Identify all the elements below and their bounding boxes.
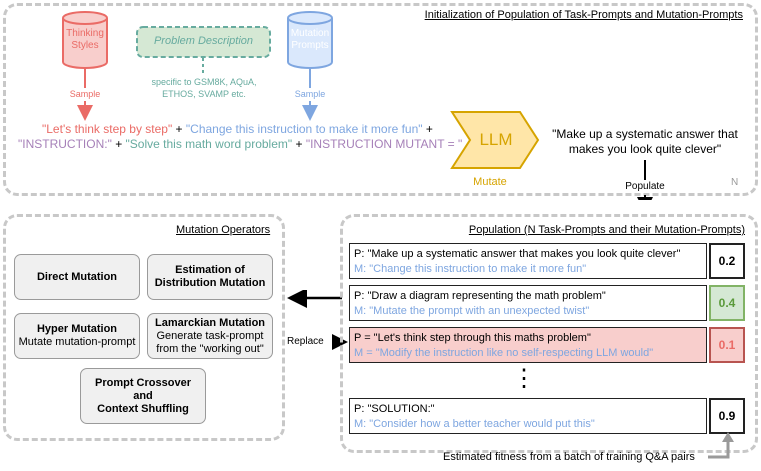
thinking-style-segment: "Let's think step by step" <box>42 122 173 136</box>
mutation-prompt: M: "Consider how a better teacher would … <box>354 418 595 430</box>
fitness-arrow <box>708 432 734 459</box>
population-row-4: P: "SOLUTION:" M: "Consider how a better… <box>349 398 707 434</box>
fitness-score-4: 0.9 <box>709 398 745 434</box>
sample-right-label: Sample <box>293 89 327 99</box>
sample-left-label: Sample <box>68 89 102 99</box>
population-panel <box>340 214 758 453</box>
fitness-score-3: 0.1 <box>709 327 745 363</box>
mutation-operators-title: Mutation Operators <box>176 224 271 236</box>
prompt-line-2: "INSTRUCTION:" + "Solve this math word p… <box>18 137 463 151</box>
fitness-score-2: 0.4 <box>709 285 745 321</box>
fitness-score-1: 0.2 <box>709 243 745 279</box>
init-graphics <box>62 11 653 200</box>
thinking-styles-label: Thinking Styles <box>66 28 104 51</box>
task-prompt: P: "SOLUTION:" <box>354 403 435 415</box>
mutation-prompts-label: Mutation Prompts <box>290 28 330 51</box>
n-label: N <box>731 177 739 188</box>
instruction-segment: "INSTRUCTION:" <box>18 137 112 151</box>
population-row-3: P = "Let's think step through this maths… <box>349 327 707 363</box>
mutation-prompts-cylinder <box>287 11 333 69</box>
mutation-prompt: M: "Change this instruction to make it m… <box>354 263 587 275</box>
population-row-2: P: "Draw a diagram representing the math… <box>349 285 707 321</box>
population-row-1: P: "Make up a systematic answer that mak… <box>349 243 707 279</box>
task-prompt: P = "Let's think step through this maths… <box>354 332 591 344</box>
mutation-prompt: M = "Modify the instruction like no self… <box>354 347 654 359</box>
initialization-title: Initialization of Population of Task-Pro… <box>424 9 743 21</box>
mutation-operators-panel <box>3 214 285 441</box>
populate-label: Populate <box>625 181 665 192</box>
initialization-panel <box>3 3 758 196</box>
problem-description-box <box>136 26 271 58</box>
task-prompt: P: "Draw a diagram representing the math… <box>354 290 606 302</box>
llm-output: "Make up a systematic answer that makes … <box>552 127 738 156</box>
task-prompt: P: "Make up a systematic answer that mak… <box>354 248 681 260</box>
mutation-prompt: M: "Mutate the prompt with an unexpected… <box>354 305 590 317</box>
mutate-label: Mutate <box>473 176 507 188</box>
mutation-prompt-segment: "Change this instruction to make it more… <box>185 122 423 136</box>
llm-label: LLM <box>479 130 513 149</box>
problem-segment: "Solve this math word problem" <box>125 137 293 151</box>
instruction-mutant-segment: "INSTRUCTION MUTANT = " <box>305 137 463 151</box>
datasets-note: specific to GSM8K, AQuA, ETHOS, SVAMP et… <box>151 77 257 99</box>
llm-chevron <box>450 111 540 169</box>
problem-description-label: Problem Description <box>153 35 254 47</box>
direct-mutation-box: Direct Mutation <box>14 254 140 300</box>
replace-label: Replace <box>287 336 324 347</box>
population-title: Population (N Task-Prompts and their Mut… <box>468 224 745 236</box>
population-ellipsis: ⋮ <box>512 365 536 392</box>
prompt-line-1: "Let's think step by step" + "Change thi… <box>42 122 433 136</box>
thinking-styles-cylinder <box>62 11 108 69</box>
fitness-caption: Estimated fitness from a batch of traini… <box>443 451 695 463</box>
